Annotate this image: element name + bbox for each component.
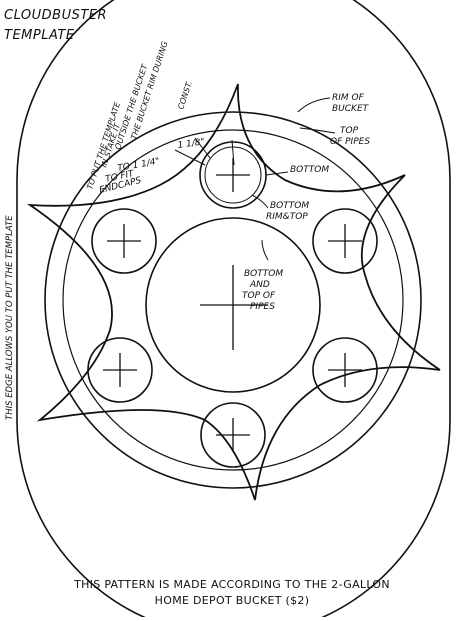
inner-rim xyxy=(44,111,422,489)
pipe-circle-upper-left xyxy=(91,208,157,274)
pipe-circle-upper-right xyxy=(312,208,378,274)
label-rim-of-bucket-2: BUCKET xyxy=(332,104,370,114)
top-of-pipes-circle xyxy=(62,129,404,471)
label-edge-note: THIS EDGE ALLOWS YOU TO PUT THE TEMPLATE xyxy=(5,215,15,420)
label-center-4: PIPES xyxy=(250,302,275,312)
title-line-2: TEMPLATE xyxy=(4,28,75,43)
center-circle xyxy=(145,217,321,393)
footer-line-1: THIS PATTERN IS MADE ACCORDING TO THE 2-… xyxy=(74,578,390,591)
label-bottom-rim-top-1: BOTTOM xyxy=(270,201,309,211)
label-center-2: AND xyxy=(249,280,270,290)
label-dim-1: 1 1/8" xyxy=(177,137,205,151)
crosshairs xyxy=(103,158,362,452)
pipe-circle-lower-right xyxy=(312,337,378,403)
star-cutout xyxy=(26,83,441,501)
label-bottom-rim-top-2: RIM&TOP xyxy=(266,212,308,222)
label-bottom: BOTTOM xyxy=(290,165,329,175)
label-top-of-pipes-2: OF PIPES xyxy=(330,137,370,147)
title-line-1: CLOUDBUSTER xyxy=(4,8,108,23)
leader-lines xyxy=(16,97,451,420)
pipe-circle-lower-left xyxy=(87,337,153,403)
footer-line-2: HOME DEPOT BUCKET ($2) xyxy=(154,594,310,607)
label-center-1: BOTTOM xyxy=(244,269,283,279)
arrow-line xyxy=(231,139,235,166)
label-center-3: TOP OF xyxy=(242,291,276,301)
pipe-circle-bottom xyxy=(200,402,266,468)
page-title: CLOUDBUSTER TEMPLATE xyxy=(4,6,107,46)
label-stake-5: CONST. xyxy=(176,80,194,111)
label-top-of-pipes-1: TOP xyxy=(340,126,359,136)
label-rim-of-bucket-1: RIM OF xyxy=(332,93,365,103)
